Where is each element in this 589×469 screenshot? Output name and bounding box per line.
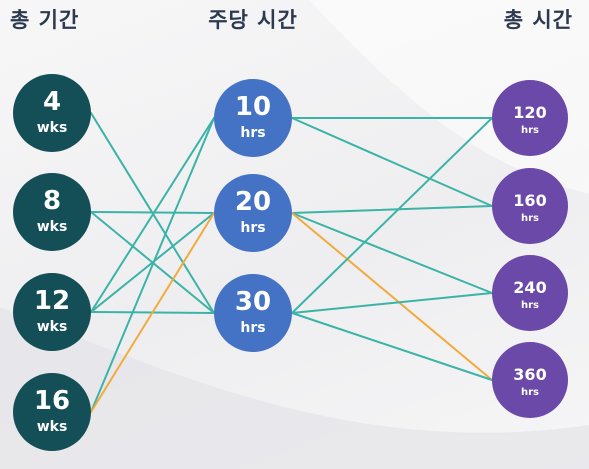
node-left-8: 8 wks (13, 173, 91, 251)
node-unit: hrs (240, 320, 265, 336)
node-circle (492, 255, 568, 331)
node-value: 10 (235, 92, 271, 122)
node-unit: hrs (240, 125, 265, 141)
edge-left-16-to-mid-20 (90, 212, 215, 413)
node-mid-30: 30 hrs (214, 274, 292, 352)
node-value: 4 (43, 87, 61, 117)
edge-mid-20-to-right-160 (291, 205, 493, 214)
node-mid-10: 10 hrs (214, 79, 292, 157)
node-right-360: 360 hrs (492, 342, 568, 418)
edge-left-16-to-mid-10 (90, 117, 215, 413)
node-value: 30 (235, 287, 271, 317)
header-total-hours: 총 시간 (503, 8, 573, 32)
node-value: 120 (513, 103, 546, 122)
edge-left-12-to-mid-10 (90, 117, 215, 313)
node-right-120: 120 hrs (492, 80, 568, 156)
node-unit: wks (37, 319, 68, 335)
node-left-16: 16 wks (13, 373, 91, 451)
edge-mid-20-to-right-360 (291, 212, 493, 381)
edge-mid-20-to-right-240 (291, 212, 493, 294)
node-right-240: 240 hrs (492, 255, 568, 331)
header-total-period: 총 기간 (10, 8, 80, 32)
edge-left-8-to-mid-20 (90, 211, 215, 214)
node-circle (214, 174, 292, 252)
node-unit: hrs (521, 387, 539, 398)
edge-mid-30-to-right-240 (291, 292, 493, 314)
node-circle (13, 273, 91, 351)
node-unit: hrs (521, 300, 539, 311)
node-circle (214, 79, 292, 157)
node-circle (492, 342, 568, 418)
node-circle (492, 168, 568, 244)
node-unit: hrs (240, 220, 265, 236)
node-value: 160 (513, 191, 546, 210)
node-unit: wks (37, 219, 68, 235)
node-value: 360 (513, 365, 546, 384)
node-right-160: 160 hrs (492, 168, 568, 244)
node-unit: hrs (521, 213, 539, 224)
edge-mid-10-to-right-160 (291, 117, 493, 207)
node-circle (13, 74, 91, 152)
header-weekly-hours: 주당 시간 (208, 8, 298, 32)
node-unit: hrs (521, 125, 539, 136)
node-mid-20: 20 hrs (214, 174, 292, 252)
node-unit: wks (37, 419, 68, 435)
edge-mid-30-to-right-360 (291, 312, 493, 381)
node-value: 20 (235, 187, 271, 217)
node-circle (492, 80, 568, 156)
node-value: 8 (43, 186, 61, 216)
node-value: 16 (34, 386, 70, 416)
node-left-4: 4 wks (13, 74, 91, 152)
node-value: 12 (34, 286, 70, 316)
node-circle (13, 373, 91, 451)
node-circle (13, 173, 91, 251)
node-left-12: 12 wks (13, 273, 91, 351)
node-circle (214, 274, 292, 352)
nodes-layer: 4wks8wks12wks16wks10hrs20hrs30hrs120hrs1… (13, 74, 568, 451)
edge-mid-30-to-right-120 (291, 117, 493, 314)
edges-layer (90, 112, 493, 413)
node-value: 240 (513, 278, 546, 297)
node-unit: wks (37, 120, 68, 136)
